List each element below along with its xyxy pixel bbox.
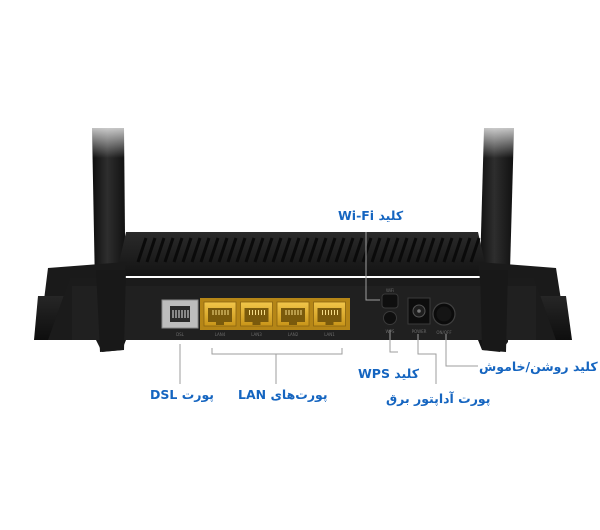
vent-slat	[181, 237, 193, 263]
power-adapter-label: پورت آداپتور برق	[386, 391, 491, 406]
vent-slat	[244, 237, 256, 263]
vent-slat	[271, 237, 283, 263]
vent-slat	[289, 237, 301, 263]
vent-slat	[190, 237, 202, 263]
vent-slat	[424, 237, 436, 263]
vent-slat	[199, 237, 211, 263]
vent-slat	[388, 237, 400, 263]
vent-slat	[136, 237, 148, 263]
wifi-button: WiFi	[381, 288, 399, 309]
power-marking: POWER	[412, 329, 427, 334]
lan-port: LAN4	[203, 301, 237, 337]
leader-lines	[179, 232, 478, 384]
vent-slat	[235, 237, 247, 263]
vent-slat	[451, 237, 463, 263]
vent-slat	[154, 237, 166, 263]
vent-slat	[217, 237, 229, 263]
vent-slat	[334, 237, 346, 263]
onoff-marking: ON/OFF	[436, 330, 452, 335]
dsl-marking: DSL	[176, 332, 185, 337]
lan-port-marking: LAN4	[215, 332, 226, 337]
power-adapter-port: POWER	[407, 297, 431, 334]
vent-slat	[208, 237, 220, 263]
dsl-port-label: پورت DSL	[150, 387, 214, 402]
lan-port: LAN3	[240, 301, 273, 337]
router-top-body	[116, 232, 488, 276]
wifi-button-label: کلید Wi-Fi	[338, 208, 404, 223]
vent-slat	[406, 237, 418, 263]
vent-slat	[262, 237, 274, 263]
lan-ports-label: پورت‌های LAN	[238, 387, 328, 402]
vent-slat	[253, 237, 265, 263]
lan-port: LAN2	[276, 301, 310, 337]
vent-slat	[415, 237, 427, 263]
lan-port-marking: LAN1	[324, 332, 335, 337]
vent-slat	[352, 237, 364, 263]
vent-slat	[307, 237, 319, 263]
power-switch-label: کلید روشن/خاموش	[479, 359, 598, 374]
vent-slat	[316, 237, 328, 263]
vent-slat	[172, 237, 184, 263]
vent-slat	[442, 237, 454, 263]
lan-port-marking: LAN2	[288, 332, 299, 337]
wps-button-label: کلید WPS	[358, 366, 419, 381]
vent-slat	[379, 237, 391, 263]
power-switch: ON/OFF	[432, 302, 456, 335]
vent-slat	[361, 237, 373, 263]
wifi-marking: WiFi	[386, 288, 394, 293]
vent-slat	[343, 237, 355, 263]
vent-slat	[433, 237, 445, 263]
vent-slat	[163, 237, 175, 263]
vent-slat	[298, 237, 310, 263]
vent-slat	[460, 237, 472, 263]
vent-slat	[226, 237, 238, 263]
vent-slat	[280, 237, 292, 263]
vent-slat	[325, 237, 337, 263]
dsl-port: DSL	[161, 299, 199, 337]
vent-slat	[370, 237, 382, 263]
vent-slat	[397, 237, 409, 263]
lan-port-block: LAN4 LAN3 LAN2 LAN1	[200, 298, 350, 337]
vent-slat	[469, 237, 481, 263]
antenna-bases	[96, 270, 508, 352]
vent-slat	[145, 237, 157, 263]
lan-port-marking: LAN3	[251, 332, 262, 337]
lan-port: LAN1	[313, 301, 346, 337]
